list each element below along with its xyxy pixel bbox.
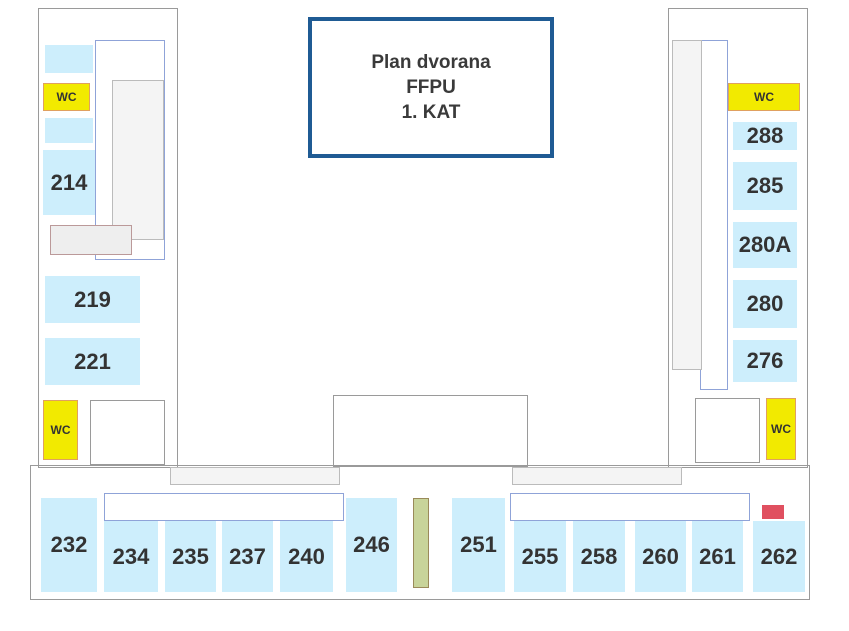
room-261: 261 bbox=[692, 521, 743, 592]
room-240: 240 bbox=[280, 521, 333, 592]
room-258: 258 bbox=[573, 521, 625, 592]
stairs-left bbox=[90, 400, 165, 465]
room-280a: 280A bbox=[733, 222, 797, 268]
offices-south-left bbox=[170, 467, 340, 485]
red-fixture bbox=[762, 505, 784, 519]
room-276: 276 bbox=[733, 340, 797, 382]
room-214: 214 bbox=[43, 150, 95, 215]
offices-left bbox=[112, 80, 164, 240]
central-hall bbox=[333, 395, 528, 467]
title-line-1: Plan dvorana bbox=[371, 52, 491, 73]
right-wing-outline bbox=[668, 8, 808, 468]
left-corridor bbox=[95, 40, 165, 260]
room-246: 246 bbox=[346, 498, 397, 592]
title-line-3: 1. KAT bbox=[401, 102, 461, 123]
title-line-2: FFPU bbox=[406, 77, 456, 98]
right-corridor bbox=[700, 40, 728, 390]
wc-bottom-right: WC bbox=[766, 398, 796, 460]
plan-title-box: Plan dvorana FFPU 1. KAT bbox=[308, 17, 554, 158]
room-232: 232 bbox=[41, 498, 97, 592]
stairs-right bbox=[695, 398, 760, 463]
room-top-left bbox=[45, 45, 93, 73]
offices-south-right bbox=[512, 467, 682, 485]
room-280: 280 bbox=[733, 280, 797, 328]
south-wing-outline bbox=[30, 465, 810, 600]
meeting-room bbox=[50, 225, 132, 255]
room-235: 235 bbox=[165, 521, 216, 592]
wc-top-right: WC bbox=[728, 83, 800, 111]
room-255: 255 bbox=[514, 521, 566, 592]
central-table bbox=[413, 498, 429, 588]
wc-bottom-left: WC bbox=[43, 400, 78, 460]
room-234: 234 bbox=[104, 521, 158, 592]
room-219: 219 bbox=[45, 276, 140, 323]
offices-right bbox=[672, 40, 702, 370]
room-260: 260 bbox=[635, 521, 686, 592]
room-288: 288 bbox=[733, 122, 797, 150]
room-221: 221 bbox=[45, 338, 140, 385]
room-small-left bbox=[45, 118, 93, 143]
south-corridor-left bbox=[104, 493, 344, 521]
wc-top-left: WC bbox=[43, 83, 90, 111]
room-251: 251 bbox=[452, 498, 505, 592]
south-corridor-right bbox=[510, 493, 750, 521]
room-237: 237 bbox=[222, 521, 273, 592]
left-wing-outline bbox=[38, 8, 178, 468]
room-262: 262 bbox=[753, 521, 805, 592]
room-285: 285 bbox=[733, 162, 797, 210]
